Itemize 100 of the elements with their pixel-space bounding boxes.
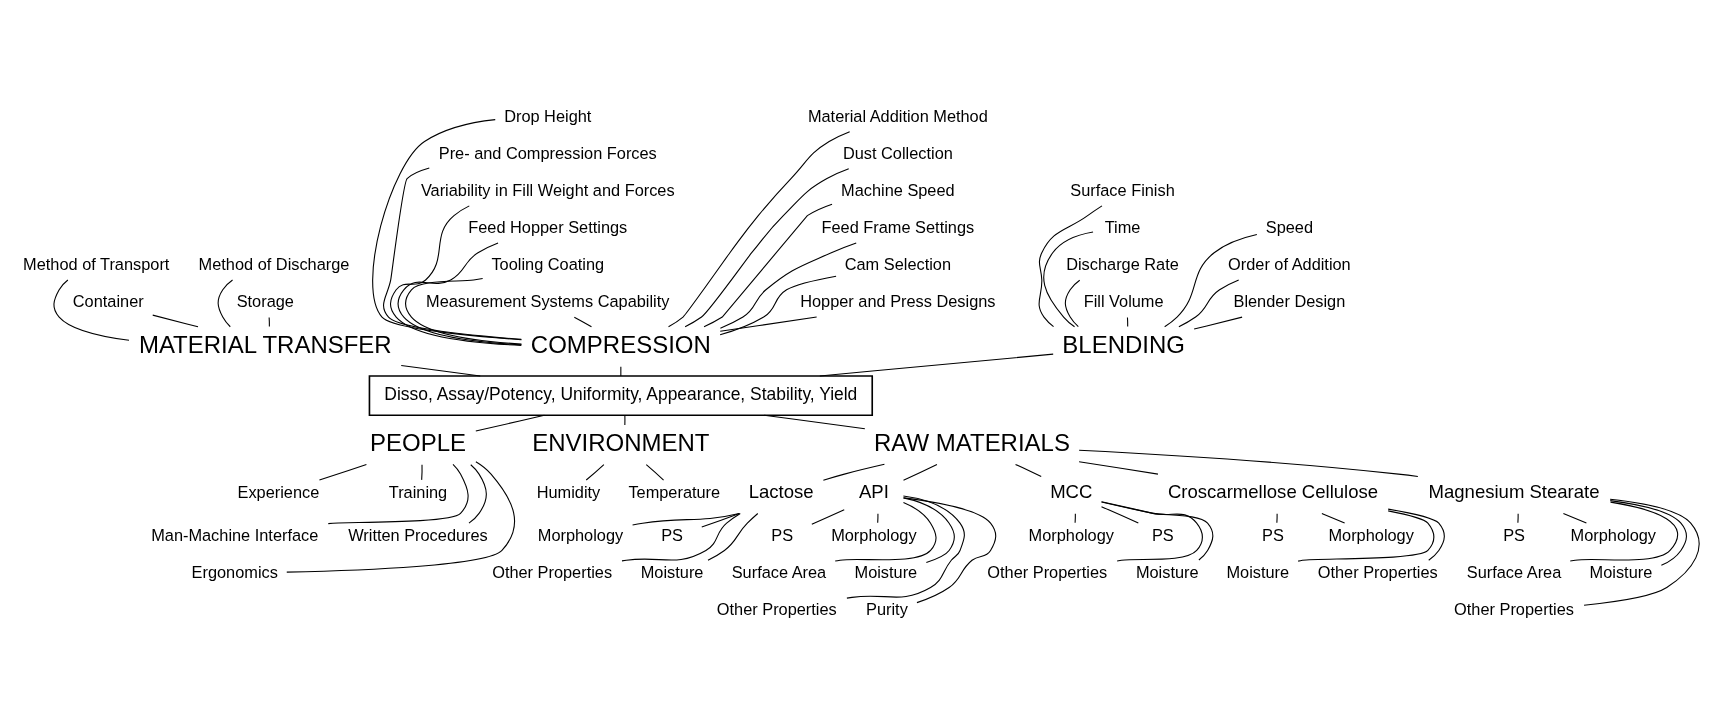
connector <box>667 130 850 327</box>
node-text: Order of Addition <box>1227 254 1351 273</box>
connector <box>719 316 817 332</box>
connector <box>1387 508 1445 561</box>
node-text: Method of Discharge <box>198 254 349 273</box>
node-text: Speed <box>1265 217 1313 236</box>
connector <box>620 512 741 561</box>
node-text: Other Properties <box>1453 599 1574 618</box>
connector <box>382 166 522 340</box>
connector <box>1562 512 1587 524</box>
connector <box>700 512 740 528</box>
node-text: Ergonomics <box>191 562 278 581</box>
connector <box>902 496 955 563</box>
connector <box>810 508 845 525</box>
node-text: Moisture <box>1589 562 1652 581</box>
node-text: Moisture <box>1135 562 1199 581</box>
node-text: PS <box>770 525 793 544</box>
node-text: Morphology <box>1327 525 1414 544</box>
connector <box>1177 279 1239 327</box>
connector <box>1042 230 1094 327</box>
node-text: Hopper and Press Designs <box>799 291 996 310</box>
connector <box>1569 501 1678 562</box>
node-text: Man-Machine Interface <box>150 525 318 544</box>
connector <box>703 203 833 327</box>
connector <box>902 496 996 603</box>
node-text: Humidity <box>536 482 600 501</box>
connector <box>1609 499 1687 566</box>
node-text: Moisture <box>640 562 703 581</box>
node-text: Feed Frame Settings <box>821 217 974 236</box>
connector <box>631 512 740 525</box>
connector <box>876 512 878 523</box>
node-text: Time <box>1104 217 1140 236</box>
node-text: Blender Design <box>1233 291 1345 310</box>
connector <box>645 463 664 481</box>
connector <box>763 414 865 429</box>
connector <box>52 279 130 341</box>
node-text: Surface Area <box>731 562 826 581</box>
node-text: PS <box>1502 525 1525 544</box>
node-text: Morphology <box>830 525 917 544</box>
node-text: Lactose <box>748 480 814 502</box>
node-text: Moisture <box>1225 562 1289 581</box>
node-text: Experience <box>236 482 319 501</box>
node-text: Feed Hopper Settings <box>467 217 627 236</box>
node-text: Morphology <box>1028 525 1114 544</box>
node-text: Other Properties <box>716 599 837 618</box>
node-text: Other Properties <box>986 562 1107 581</box>
node-text: Surface Finish <box>1069 180 1175 199</box>
node-text: API <box>858 480 889 502</box>
connector <box>684 167 849 327</box>
node-text: Fill Volume <box>1083 291 1164 310</box>
connector <box>834 501 937 562</box>
node-text: Training <box>388 482 447 501</box>
node-text: Cam Selection <box>844 254 951 273</box>
node-text: ENVIRONMENT <box>531 428 709 456</box>
node-text: Croscarmellose Cellulose <box>1167 480 1378 502</box>
connector <box>623 414 625 425</box>
node-text: Dust Collection <box>842 143 953 162</box>
connector <box>151 314 199 327</box>
connector <box>585 463 604 481</box>
connector <box>818 353 1054 376</box>
node-text: MCC <box>1049 480 1092 502</box>
connector <box>1297 509 1434 562</box>
node-text: PS <box>1151 525 1174 544</box>
connector <box>1038 204 1102 327</box>
node-text: Purity <box>865 599 908 618</box>
node-text: PS <box>1261 525 1284 544</box>
node-text: Surface Area <box>1466 562 1561 581</box>
node-text: Machine Speed <box>840 180 955 199</box>
connector <box>1126 316 1128 327</box>
connector <box>1064 279 1080 327</box>
node-text: Temperature <box>627 482 720 501</box>
node-text: Measurement Systems Capability <box>425 291 669 310</box>
node-text: Variability in Fill Weight and Forces <box>420 180 675 199</box>
connector <box>1100 505 1139 524</box>
node-box: Disso, Assay/Potency, Uniformity, Appearance, Stability, Yield <box>368 374 873 416</box>
node-text: RAW MATERIALS <box>873 428 1070 456</box>
node-text: Other Properties <box>491 562 612 581</box>
node-text: Container <box>72 291 144 310</box>
connector <box>396 242 522 345</box>
connector <box>619 365 621 376</box>
connector <box>285 460 515 573</box>
node-text: Tooling Coating <box>490 254 604 273</box>
connector <box>420 463 423 480</box>
node-text: PS <box>660 525 683 544</box>
connector <box>1583 498 1700 606</box>
connector <box>1320 512 1345 524</box>
connector <box>1078 460 1158 475</box>
connector <box>371 118 522 340</box>
connector <box>327 463 469 524</box>
node-text: Pre- and Compression Forces <box>438 143 657 162</box>
connector <box>217 278 233 327</box>
connector <box>1078 449 1418 477</box>
node-text: Magnesium Stearate <box>1428 480 1600 502</box>
connector <box>1516 512 1519 523</box>
node-text: Drop Height <box>503 106 591 125</box>
node-text: Discharge Rate <box>1065 254 1179 273</box>
connector <box>822 463 885 481</box>
node-text: MATERIAL TRANSFER <box>138 330 392 358</box>
node-text: Material Addition Method <box>807 106 988 125</box>
connector <box>318 463 367 481</box>
